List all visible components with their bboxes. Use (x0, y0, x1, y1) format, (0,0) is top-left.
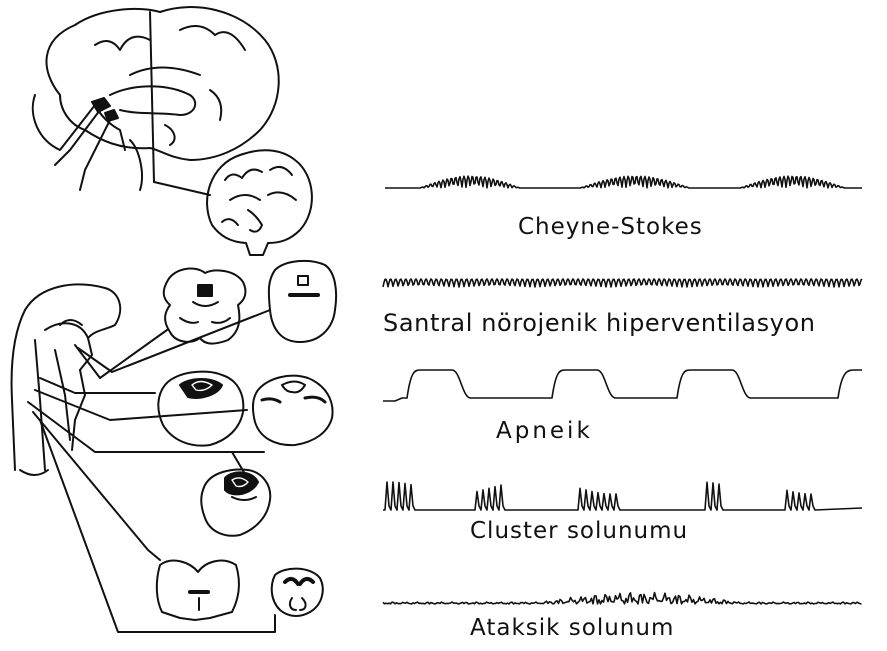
ataxic-breathing-trace (383, 593, 862, 605)
brainstem-sagittal-drawing (12, 284, 121, 475)
apneustic-label: Apneik (496, 418, 593, 444)
section-pons-upper (158, 372, 243, 446)
cheyne-stokes-trace (385, 176, 862, 188)
section-pons-lower (253, 376, 332, 445)
coronal-brain-section (207, 150, 312, 255)
section-diencephalon (164, 269, 246, 344)
section-medulla-lower (272, 569, 323, 616)
ataxic-breathing-label: Ataksik solunum (470, 615, 674, 641)
apneustic-trace (383, 370, 862, 401)
central-hyperventilation-trace (383, 279, 862, 287)
section-midbrain (269, 261, 336, 342)
central-neurogenic-hyperventilation-label: Santral nörojenik hiperventilasyon (383, 309, 816, 337)
section-medulla (157, 561, 239, 620)
cluster-breathing-trace (383, 482, 862, 510)
cheyne-stokes-label: Cheyne-Stokes (518, 214, 703, 240)
section-pontomedullary (201, 470, 270, 536)
cluster-breathing-label: Cluster solunumu (470, 518, 688, 544)
sagittal-brain-drawing (33, 7, 279, 195)
